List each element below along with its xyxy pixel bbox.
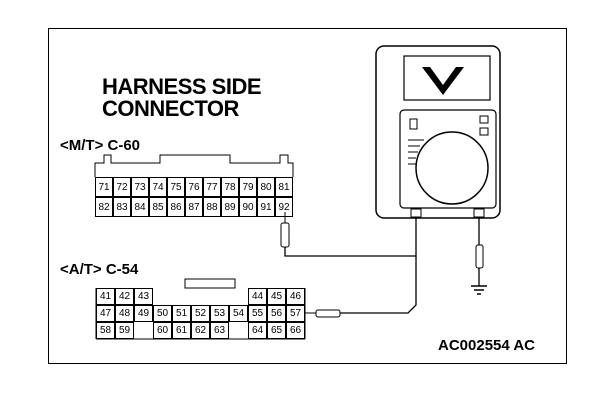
- terminal-cell: 43: [134, 288, 153, 305]
- multimeter-display: [403, 55, 491, 101]
- terminal-cell: 83: [113, 197, 131, 217]
- wire-92-to-meter: [284, 217, 417, 257]
- terminal-cell: 92: [275, 197, 293, 217]
- terminal-cell: 53: [210, 305, 229, 322]
- terminal-cell: 52: [191, 305, 210, 322]
- title-line-2: CONNECTOR: [102, 96, 239, 121]
- terminal-cell: 49: [134, 305, 153, 322]
- at-connector-key: [184, 278, 236, 289]
- button-right-mid: [479, 127, 489, 136]
- button-right-top: [479, 115, 489, 124]
- terminal-cell: 42: [115, 288, 134, 305]
- title-line-1: HARNESS SIDE: [102, 74, 262, 99]
- terminal-cell: 44: [248, 288, 267, 305]
- terminal-cell: 74: [149, 177, 167, 197]
- terminal-cell: 77: [203, 177, 221, 197]
- ground-icon: [471, 285, 487, 295]
- terminal-cell: 91: [257, 197, 275, 217]
- terminal-cell: 89: [221, 197, 239, 217]
- terminal-cell: 73: [131, 177, 149, 197]
- terminal-cell: 79: [239, 177, 257, 197]
- terminal-cell: 84: [131, 197, 149, 217]
- selector-dial: [415, 131, 489, 205]
- terminal-cell: 88: [203, 197, 221, 217]
- mt-connector-label: <M/T> C-60: [60, 137, 141, 154]
- terminal-cell: 87: [185, 197, 203, 217]
- terminal-cell: 56: [267, 305, 286, 322]
- terminal-cell: 50: [153, 305, 172, 322]
- terminal-cell: 51: [172, 305, 191, 322]
- terminal-cell: 85: [149, 197, 167, 217]
- terminal-cell: 54: [229, 305, 248, 322]
- at-connector-label: <A/T> C-54: [60, 261, 139, 278]
- terminal-cell: 72: [113, 177, 131, 197]
- terminal-cell: 82: [95, 197, 113, 217]
- diagram-frame: [48, 28, 567, 364]
- v-symbol: [422, 67, 464, 95]
- terminal-cell: 55: [248, 305, 267, 322]
- terminal-cell: 45: [267, 288, 286, 305]
- probe-ground: [475, 244, 484, 269]
- terminal-cell: 63: [210, 322, 229, 339]
- jack-left: [410, 208, 422, 218]
- button-left: [409, 118, 418, 130]
- at-connector-shell: [95, 288, 306, 340]
- wire-57-to-meter: [340, 256, 417, 314]
- mt-connector-shell: [94, 154, 294, 177]
- jack-right: [473, 208, 485, 218]
- probe-92: [280, 222, 290, 248]
- terminal-cell: 80: [257, 177, 275, 197]
- diagram-code: AC002554 AC: [438, 337, 535, 354]
- probe-57: [315, 309, 341, 318]
- terminal-cell: 71: [95, 177, 113, 197]
- terminal-cell: 86: [167, 197, 185, 217]
- terminal-cell: 81: [275, 177, 293, 197]
- terminal-cell: 48: [115, 305, 134, 322]
- terminal-cell: 76: [185, 177, 203, 197]
- terminal-cell: 90: [239, 197, 257, 217]
- terminal-cell: 78: [221, 177, 239, 197]
- terminal-cell: 75: [167, 177, 185, 197]
